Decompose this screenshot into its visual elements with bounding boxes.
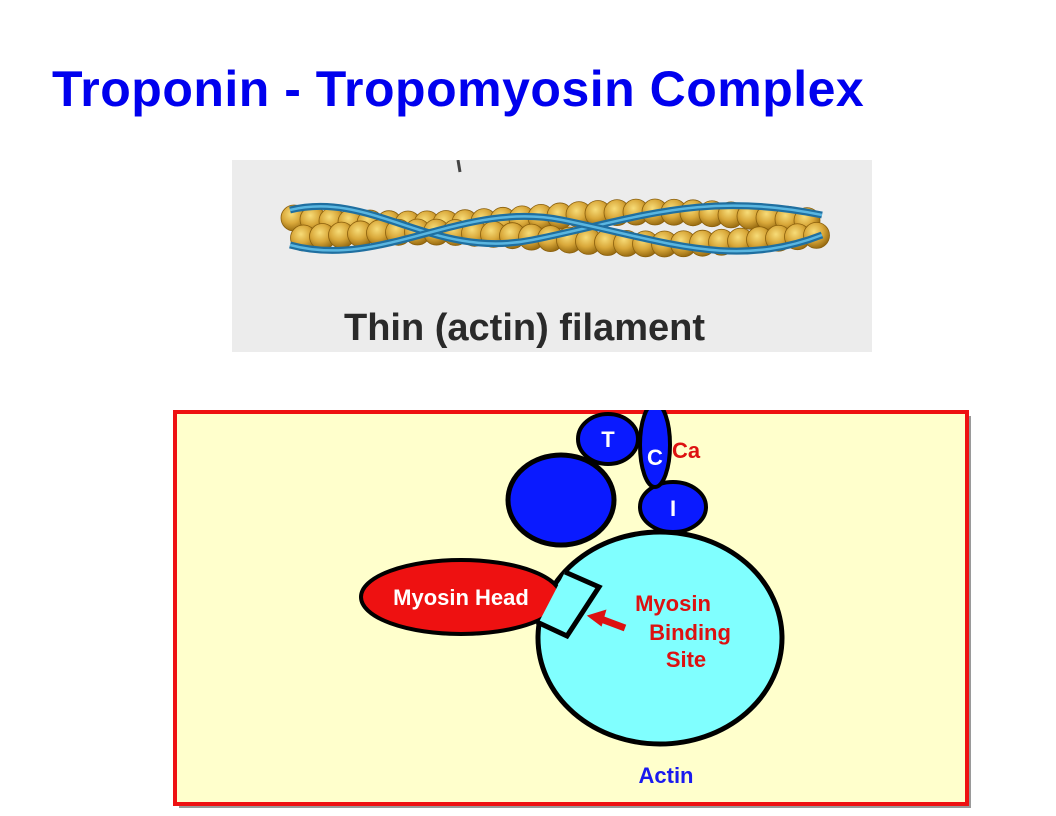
troponin-diagram-svg: T C I Ca Myosin Head Myosin Binding Site… xyxy=(173,410,971,808)
troponin-i-label: I xyxy=(670,496,676,521)
tropomyosin-strand xyxy=(289,204,823,245)
filament-caption: Thin (actin) filament xyxy=(344,307,705,349)
arrow-head xyxy=(586,609,607,627)
calcium-label: Ca xyxy=(672,438,701,463)
binding-arrow xyxy=(599,615,627,632)
troponin-t-label: T xyxy=(601,427,615,452)
binding-notch-fill xyxy=(539,572,599,636)
binding-notch xyxy=(535,569,603,640)
slide-title: Troponin - Tropomyosin Complex xyxy=(52,61,865,117)
myosin-head-label: Myosin Head xyxy=(393,585,529,610)
actin-label: Actin xyxy=(639,763,694,788)
tropomyosin-bead xyxy=(505,452,617,548)
troponin-t-shape xyxy=(576,412,640,466)
troponin-diagram: T C I Ca Myosin Head Myosin Binding Site… xyxy=(173,410,975,812)
thin-filament-figure: Thin (actin) filament xyxy=(232,160,872,352)
troponin-c-label: C xyxy=(647,445,663,470)
thin-filament-illustration: Thin (actin) filament xyxy=(280,160,830,349)
binding-site-label-line1: Myosin xyxy=(635,591,711,616)
troponin-i-shape xyxy=(638,480,708,534)
binding-site-label-line3: Site xyxy=(666,647,706,672)
pointer-tick xyxy=(456,160,462,173)
troponin-c-shape xyxy=(638,410,672,489)
binding-site-label-line2: Binding xyxy=(649,620,731,645)
tropomyosin-strand xyxy=(289,215,823,253)
